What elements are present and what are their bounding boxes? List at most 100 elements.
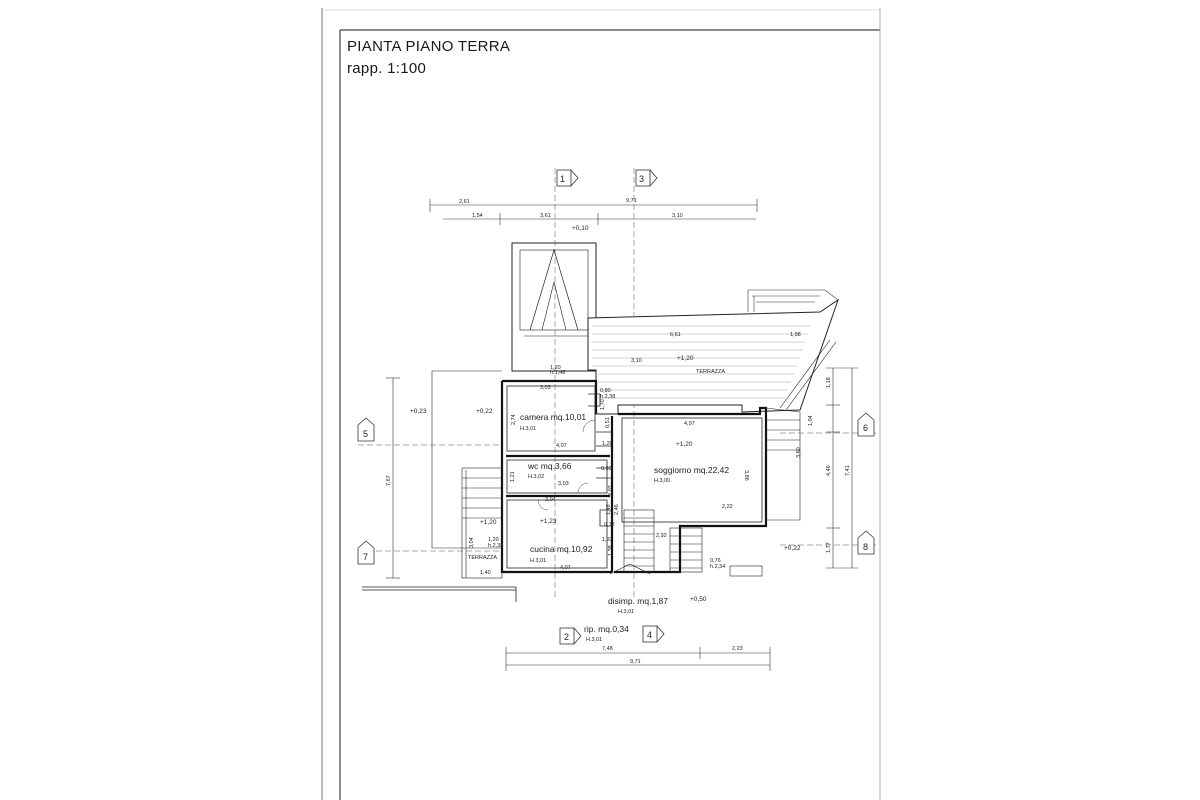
section-marker-1: 1 [554, 168, 579, 600]
room-cucina-label: cucina mq.10,92 [530, 544, 593, 554]
svg-text:7: 7 [363, 552, 368, 562]
top-dimensions [429, 199, 758, 225]
dim-terrace-depth: 3,10 [631, 358, 642, 364]
dim-top-overall: 9,71 [626, 198, 637, 204]
ground-line [362, 586, 517, 602]
dim-right-a: 1,18 [826, 377, 832, 388]
dim-top-b: 3,61 [540, 213, 551, 219]
dim-wall-d: 0,93 [601, 466, 612, 472]
stairs [609, 509, 763, 577]
room-soggiorno-height: H.3,00 [654, 478, 670, 484]
section-marker-6: 6 [780, 412, 878, 437]
dim-right-e: 1,77 [826, 542, 832, 553]
room-wc-label: wc mq.3,66 [527, 461, 572, 471]
side-terrace-label: TERRAZZA [468, 555, 497, 561]
svg-text:4: 4 [647, 630, 652, 640]
dim-door-width: 0,80 [600, 388, 611, 394]
room-soggiorno-label: soggiorno mq.22,42 [654, 465, 729, 475]
entrance-porch [511, 242, 597, 372]
dim-window-top-h: h.1,48 [550, 370, 565, 376]
svg-text:5: 5 [363, 429, 368, 439]
svg-text:6: 6 [863, 423, 868, 433]
room-cucina-height: H.3,01 [530, 558, 546, 564]
level-bottom: +0,50 [690, 596, 707, 603]
right-steps [765, 339, 837, 521]
drawing-scale: rapp. 1:100 [347, 60, 427, 77]
dim-soggiorno-d: 2,02 [608, 485, 614, 496]
dim-wc-width: 3,03 [558, 481, 569, 487]
dim-cucina-a: 1,49 [606, 504, 612, 515]
dim-soggiorno-width: 4,97 [684, 421, 695, 427]
door-swings [537, 419, 596, 511]
room-disimpegno-label: disimp. mq.1,87 [608, 596, 668, 606]
dim-wc-depth: 1,21 [510, 471, 516, 482]
room-disimpegno-height: H.3,01 [618, 609, 634, 615]
dim-right-d: 7,41 [845, 465, 851, 476]
section-marker-2: 2 [559, 627, 582, 645]
dim-right-c: 4,46 [826, 465, 832, 476]
dim-terrace-width: 6,61 [670, 332, 681, 338]
dim-right-b: 1,04 [808, 415, 814, 426]
dim-left-b: 1,40 [480, 570, 491, 576]
dim-top-left: 2,61 [459, 199, 470, 205]
level-side-terrace: +1,20 [480, 519, 497, 526]
main-terrace [587, 289, 839, 415]
dim-door-height: h.2,38 [600, 394, 615, 400]
level-left-outside: +0,23 [410, 408, 427, 415]
room-wc-height: H.3,02 [528, 474, 544, 480]
dim-soggiorno-c: 2,22 [722, 504, 733, 510]
left-terrace [431, 370, 503, 579]
section-marker-8: 8 [780, 530, 878, 555]
section-marker-5: 5 [357, 417, 500, 446]
bottom-dimensions [505, 647, 771, 671]
room-camera-label: camera mq.10,01 [520, 412, 586, 422]
dim-right-small: 3,60 [796, 447, 802, 458]
dim-camera-depth: 2,74 [511, 414, 517, 425]
svg-text:8: 8 [863, 542, 868, 552]
dim-left-c: 1,20 [488, 537, 499, 543]
level-camera-side: +0,22 [476, 408, 493, 415]
dim-ripostiglio-h: h.2,34 [710, 564, 725, 570]
interior-partitions [506, 385, 763, 569]
right-dimension-chain [826, 367, 858, 569]
dim-left-d: h.2,38 [488, 543, 503, 549]
room-ripostiglio-label: rip. mq.0,34 [584, 624, 629, 634]
dim-ripostiglio-w: 0,76 [710, 558, 721, 564]
level-soggiorno: +1,20 [676, 441, 693, 448]
dim-top-a: 1,54 [472, 213, 483, 219]
dim-terrace-right: 1,98 [790, 332, 801, 338]
room-ripostiglio-height: H.3,01 [586, 637, 602, 643]
dim-cucina-d: 0,72 [604, 522, 615, 528]
svg-text:2: 2 [564, 632, 569, 642]
dim-bottom-overall: 9,71 [630, 659, 641, 665]
dim-bottom-right: 2,23 [732, 646, 743, 652]
dim-top-c: 3,10 [672, 213, 683, 219]
left-dimension-chain [386, 377, 400, 579]
level-cucina: +1,23 [540, 518, 557, 525]
dim-wc-b: 3,04 [545, 497, 556, 503]
dim-wall-b: 0,51 [605, 417, 611, 428]
drawing-title: PIANTA PIANO TERRA [347, 38, 511, 55]
section-marker-4: 4 [642, 625, 665, 643]
dim-wall-c: 1,20 [602, 441, 613, 447]
dim-stair-width: 2,92 [656, 533, 667, 539]
dim-soggiorno-depth: 3,86 [743, 470, 749, 481]
dim-cucina-e: 2,46 [614, 504, 620, 515]
level-terrace: +1,20 [677, 355, 694, 362]
dim-cucina-b: 1,33 [602, 537, 613, 543]
section-marker-7: 7 [357, 540, 500, 565]
dim-window-top: 1,20 [550, 365, 561, 371]
dim-left-a: 3,04 [469, 537, 475, 548]
dim-left-depth: 7,67 [386, 475, 392, 486]
level-entrance: +0,10 [572, 225, 589, 232]
dim-cucina-width: 4,07 [560, 565, 571, 571]
room-camera-height: H.3,01 [520, 426, 536, 432]
dim-bottom-left: 7,48 [602, 646, 613, 652]
svg-text:1: 1 [560, 174, 565, 184]
dim-cucina-c: 1,38 [608, 545, 614, 556]
terrace-label: TERRAZZA [696, 369, 725, 375]
level-right-outside: +0,22 [784, 545, 801, 552]
dim-camera-width: 3,03 [540, 385, 551, 391]
